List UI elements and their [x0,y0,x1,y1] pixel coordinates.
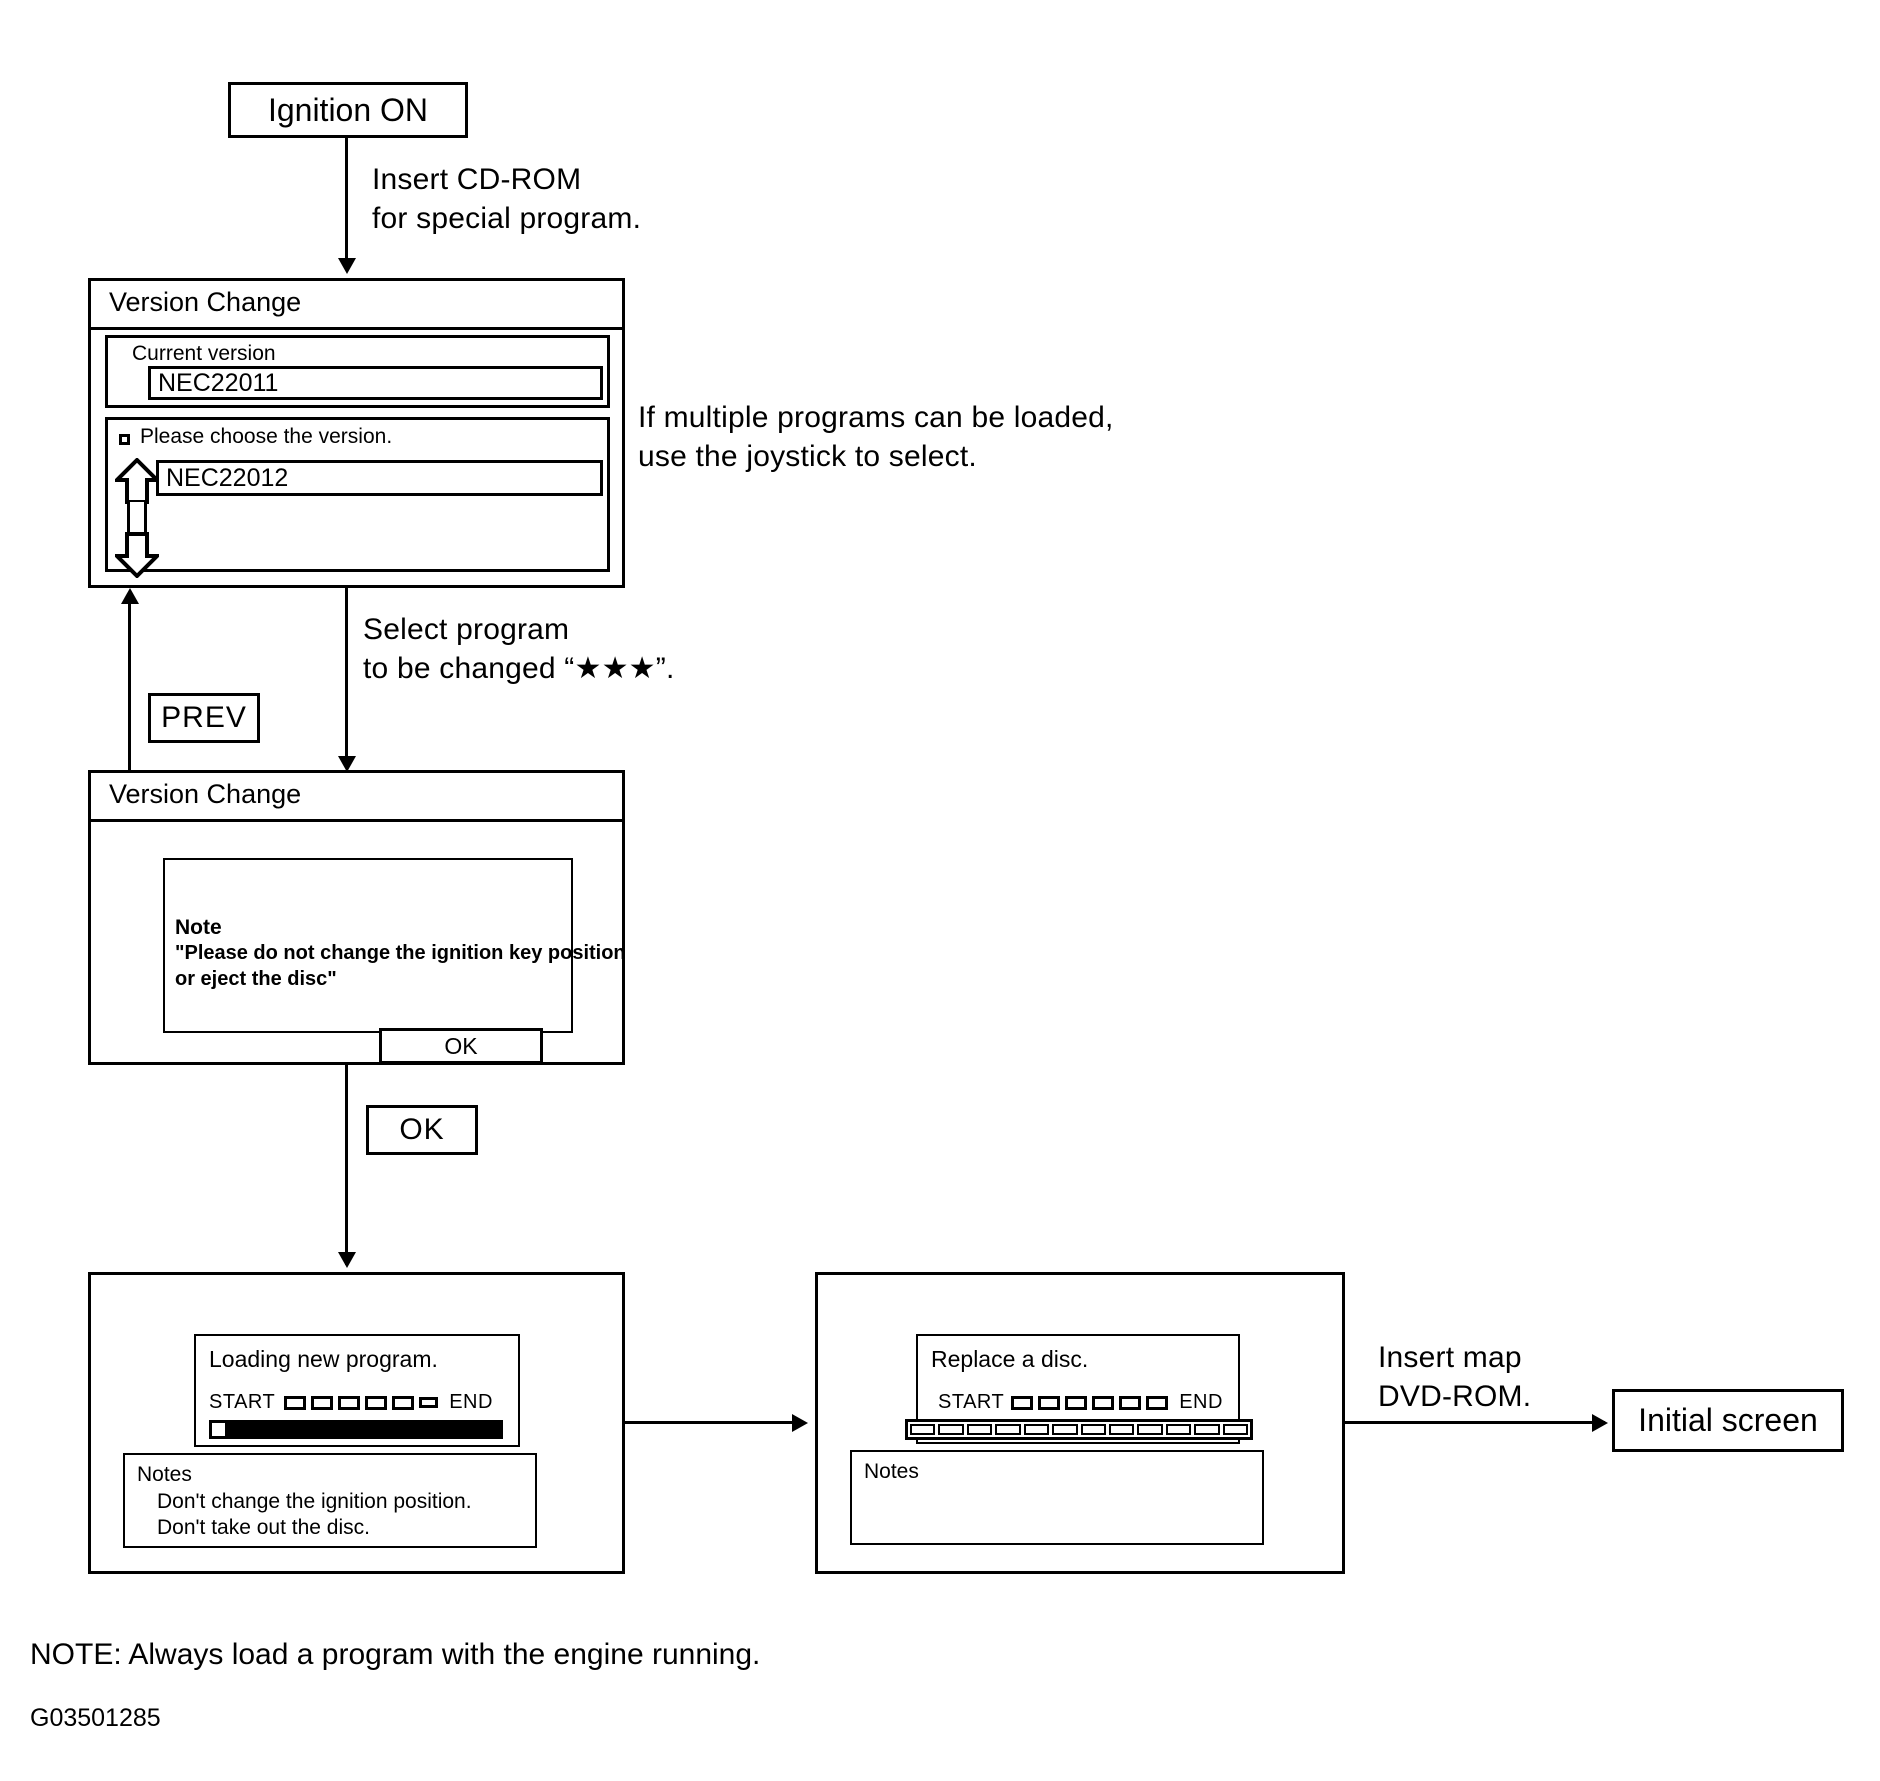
node-ignition-on-label: Ignition ON [267,91,429,128]
note-message-box: Note "Please do not change the ignition … [163,858,626,1033]
progress-tick [1137,1424,1163,1435]
progress-tick [966,1424,993,1435]
edge-label-select-program: Select program to be changed “★★★”. [363,613,675,685]
replace-progress-segments: START END [938,1391,1223,1414]
loading-message-panel: Loading new program. START END [194,1334,520,1447]
arrowhead-select-to-note [338,756,356,772]
progress-segment [392,1395,415,1410]
loading-notes-panel: Notes Don't change the ignition position… [123,1453,537,1548]
progress-segment [1092,1395,1115,1410]
arrowhead-note-to-loading [338,1252,356,1268]
progress-tick [1108,1424,1135,1435]
connector-ignition-to-version [345,138,348,270]
progress-segment [1011,1395,1034,1410]
bullet-icon [119,434,130,445]
progress-segment [1119,1395,1142,1410]
scroll-down-arrow-icon[interactable] [115,532,159,578]
screen-version-select-title: Version Change [109,287,302,317]
node-ignition-on: Ignition ON [228,82,468,138]
progress-tick [1080,1424,1106,1435]
progress-tick [995,1424,1021,1435]
progress-segment [338,1395,361,1410]
replace-notes-heading: Notes [864,1460,919,1483]
progress-fill [212,1423,228,1436]
edge-label-insert-map-dvd: Insert map DVD-ROM. [1378,1341,1532,1413]
title-divider-2 [91,819,622,822]
progress-segment [419,1397,439,1408]
loading-notes-line: Don't change the ignition position. [157,1490,472,1513]
node-initial-screen: Initial screen [1612,1389,1844,1452]
choose-version-prompt: Please choose the version. [140,425,393,448]
arrowhead-ignition-to-version [338,258,356,274]
current-version-value: NEC22011 [148,366,603,400]
loading-progress-bar [209,1420,503,1439]
edge-label-joystick-hint: If multiple programs can be loaded, use … [638,401,1114,473]
connector-select-to-note [345,588,348,768]
progress-segment [1146,1395,1169,1410]
progress-segment [311,1395,334,1410]
progress-tick [1165,1424,1192,1435]
prev-button[interactable]: PREV [148,693,260,743]
title-divider [91,327,622,330]
current-version-label: Current version [132,342,276,365]
connector-note-to-loading [345,1065,348,1265]
selected-version-value[interactable]: NEC22012 [156,460,603,496]
progress-tick [938,1424,964,1435]
progress-segment [1038,1395,1061,1410]
loading-notes-line: Don't take out the disc. [157,1516,370,1539]
screen-version-note: Version Change Note "Please do not chang… [88,770,626,1065]
connector-prev-return [128,592,131,772]
progress-segment [1065,1395,1088,1410]
progress-start-label: START [938,1391,1005,1413]
edge-label-insert-cdrom: Insert CD-ROM for special program. [372,163,642,235]
replace-notes-panel: Notes [850,1450,1264,1545]
ok-flow-button[interactable]: OK [366,1105,478,1155]
node-initial-screen-label: Initial screen [1638,1402,1818,1438]
arrowhead-prev-return [121,588,139,604]
loading-progress-segments: START END [209,1391,493,1414]
note-text: "Please do not change the ignition key p… [175,942,626,990]
note-ok-button[interactable]: OK [379,1028,543,1064]
screen-loading: Loading new program. START END Notes Don… [88,1272,625,1574]
progress-tick [1023,1424,1050,1435]
current-version-panel: Current version NEC22011 [105,335,610,408]
figure-code: G03501285 [30,1704,161,1732]
connector-loading-to-replace [625,1421,800,1424]
replace-progress-bar [905,1419,1253,1440]
loading-message: Loading new program. [209,1346,438,1372]
progress-segment [284,1395,307,1410]
progress-end-label: END [449,1391,493,1413]
progress-tick [910,1424,936,1435]
screen-version-note-title: Version Change [109,779,302,809]
loading-notes-heading: Notes [137,1463,192,1486]
progress-start-label: START [209,1391,276,1413]
progress-end-label: END [1179,1391,1223,1413]
note-heading: Note [175,916,222,939]
progress-tick [1052,1424,1078,1435]
connector-replace-to-initial [1345,1421,1605,1424]
arrowhead-loading-to-replace [792,1414,808,1432]
arrowhead-replace-to-initial [1592,1414,1608,1432]
progress-tick [1222,1424,1249,1435]
footer-note: NOTE: Always load a program with the eng… [30,1638,761,1671]
choose-version-panel: Please choose the version. NEC22012 [105,417,610,578]
progress-segment [365,1395,388,1410]
screen-replace-disc: Replace a disc. START END [815,1272,1345,1574]
screen-version-select: Version Change Current version NEC22011 … [88,278,625,588]
replace-message: Replace a disc. [931,1346,1089,1372]
replace-message-panel: Replace a disc. START END [905,1334,1253,1444]
progress-tick [1194,1424,1220,1435]
scroll-up-arrow-icon[interactable] [115,458,159,504]
